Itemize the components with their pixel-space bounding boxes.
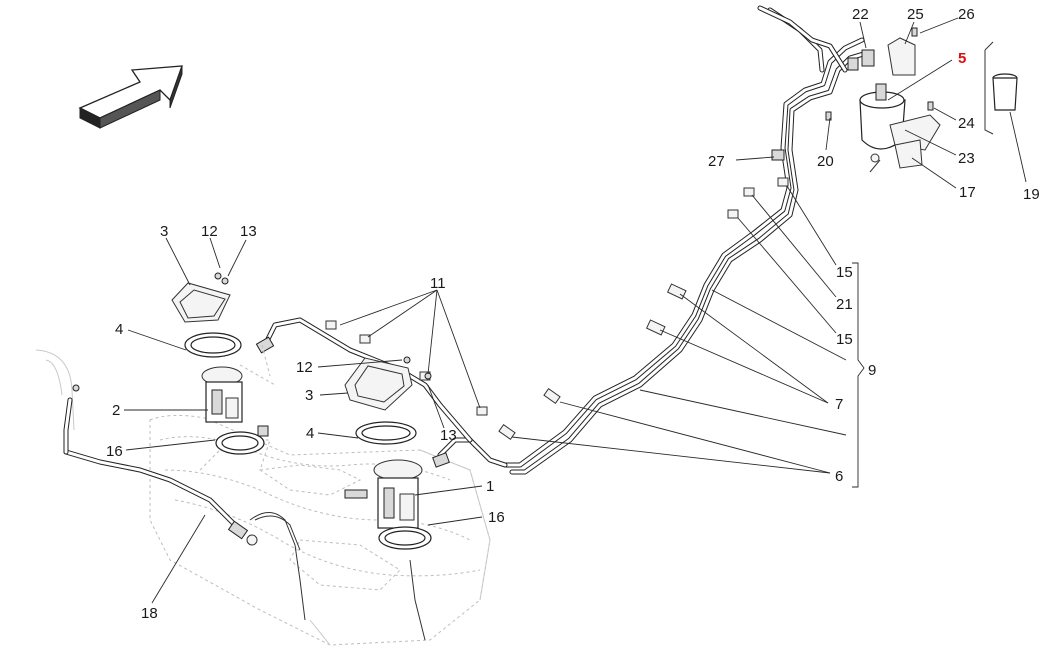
left-fuel-pump-module (171, 272, 269, 455)
callout-2: 2 (112, 402, 120, 419)
callout-26: 26 (958, 6, 975, 23)
callout-1: 1 (486, 478, 494, 495)
callout-15-bottom: 15 (836, 331, 853, 348)
callout-3-center: 3 (305, 387, 313, 404)
center-fuel-pump-module (344, 356, 432, 550)
callout-24: 24 (958, 115, 975, 132)
callout-11: 11 (430, 275, 446, 292)
callout-13-left: 13 (240, 223, 257, 240)
fuel-line-assembly (255, 5, 875, 475)
callout-18: 18 (141, 605, 158, 622)
callout-15-top: 15 (836, 264, 853, 281)
callout-20: 20 (817, 153, 834, 170)
callout-4-left: 4 (115, 321, 123, 338)
fuel-tank-outline (35, 349, 491, 646)
callout-12-left: 12 (201, 223, 218, 240)
callout-3-left: 3 (160, 223, 168, 240)
callout-16-center: 16 (488, 509, 505, 526)
callout-7: 7 (835, 396, 843, 413)
callout-17: 17 (959, 184, 976, 201)
callout-13-center: 13 (440, 427, 457, 444)
callout-16-left: 16 (106, 443, 123, 460)
callout-22: 22 (852, 6, 869, 23)
callout-9: 9 (868, 362, 876, 379)
callout-27: 27 (708, 153, 725, 170)
callout-23: 23 (958, 150, 975, 167)
callout-25: 25 (907, 6, 924, 23)
callout-4-center: 4 (306, 425, 314, 442)
callout-5: 5 (958, 50, 966, 67)
leader-lines (124, 17, 1027, 604)
fuel-filter-group (825, 27, 1018, 173)
filler-hose (63, 384, 426, 641)
callout-labels: 1 2 3 3 4 4 5 6 7 9 11 12 12 13 13 15 15… (106, 6, 1040, 622)
direction-arrow (78, 65, 183, 129)
callout-19: 19 (1023, 186, 1040, 203)
callout-12-center: 12 (296, 359, 313, 376)
callout-6: 6 (835, 468, 843, 485)
callout-21: 21 (836, 296, 853, 313)
